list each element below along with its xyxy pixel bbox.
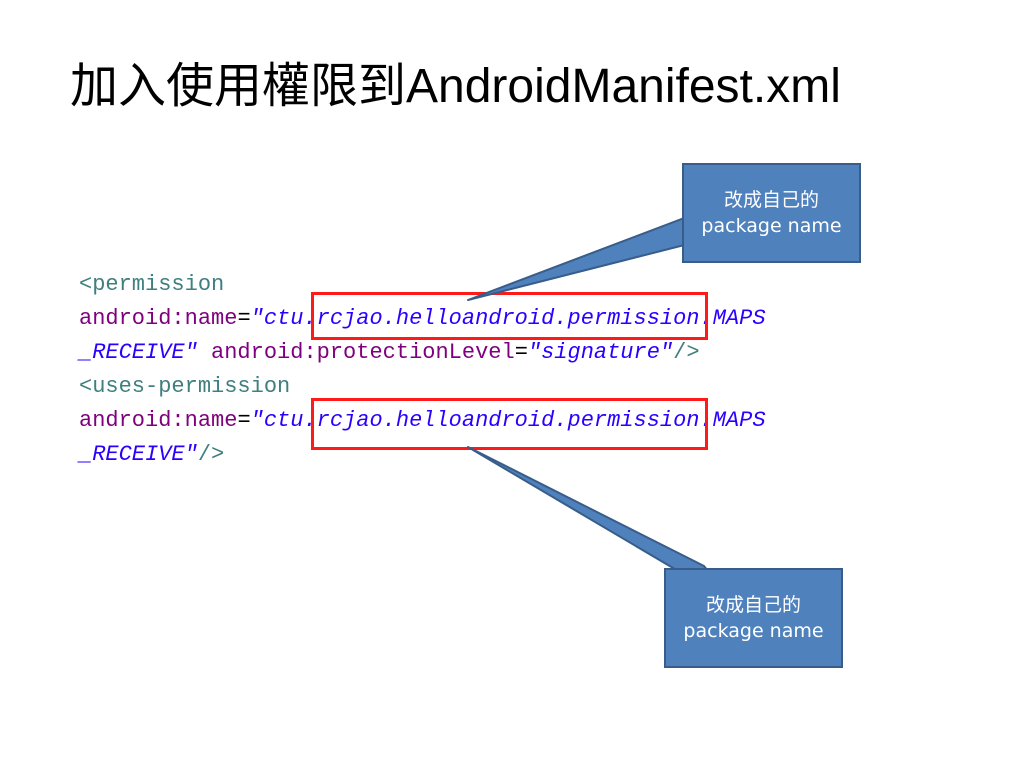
code-equals: = bbox=[237, 408, 251, 433]
callout-text-english: package name bbox=[701, 215, 842, 237]
code-attribute: android:protectionLevel bbox=[197, 340, 515, 365]
code-tag-close: /> bbox=[673, 340, 700, 365]
code-value: "ctu.rcjao.helloandroid.permission.MAPS bbox=[250, 408, 766, 433]
code-line: android:name="ctu.rcjao.helloandroid.per… bbox=[79, 404, 979, 438]
slide-title: 加入使用權限到AndroidManifest.xml bbox=[70, 62, 841, 111]
title-chinese: 加入使用權限到 bbox=[70, 58, 407, 114]
code-equals: = bbox=[237, 306, 251, 331]
code-equals: = bbox=[514, 340, 528, 365]
code-attribute: android:name bbox=[79, 408, 238, 433]
code-line: <permission bbox=[79, 268, 979, 302]
callout-pointer-top bbox=[467, 211, 713, 301]
code-attribute: android:name bbox=[79, 306, 238, 331]
code-value: _RECEIVE" bbox=[79, 340, 198, 365]
callout-box-bottom: 改成自己的 package name bbox=[664, 568, 843, 668]
callout-text-chinese: 改成自己的 bbox=[705, 594, 801, 616]
package-highlight-bottom bbox=[311, 398, 708, 450]
code-line: android:name="ctu.rcjao.helloandroid.per… bbox=[79, 302, 979, 336]
code-value: "ctu.rcjao.helloandroid.permission.MAPS bbox=[250, 306, 766, 331]
code-tag-close: /> bbox=[197, 442, 225, 467]
package-highlight-top bbox=[311, 292, 708, 340]
code-tag: <uses-permission bbox=[79, 374, 291, 399]
callout-box-top: 改成自己的 package name bbox=[682, 163, 861, 263]
code-value: "signature" bbox=[527, 340, 674, 365]
callout-text-chinese: 改成自己的 bbox=[723, 189, 819, 211]
callout-text-english: package name bbox=[683, 620, 824, 642]
code-tag: <permission bbox=[79, 272, 225, 297]
code-line: _RECEIVE" android:protectionLevel="signa… bbox=[79, 336, 979, 370]
code-block: <permission android:name="ctu.rcjao.hell… bbox=[79, 268, 979, 472]
code-value: _RECEIVE" bbox=[79, 442, 198, 467]
code-line: _RECEIVE"/> bbox=[79, 438, 979, 472]
code-line: <uses-permission bbox=[79, 370, 979, 404]
title-filename: AndroidManifest.xml bbox=[406, 60, 841, 113]
